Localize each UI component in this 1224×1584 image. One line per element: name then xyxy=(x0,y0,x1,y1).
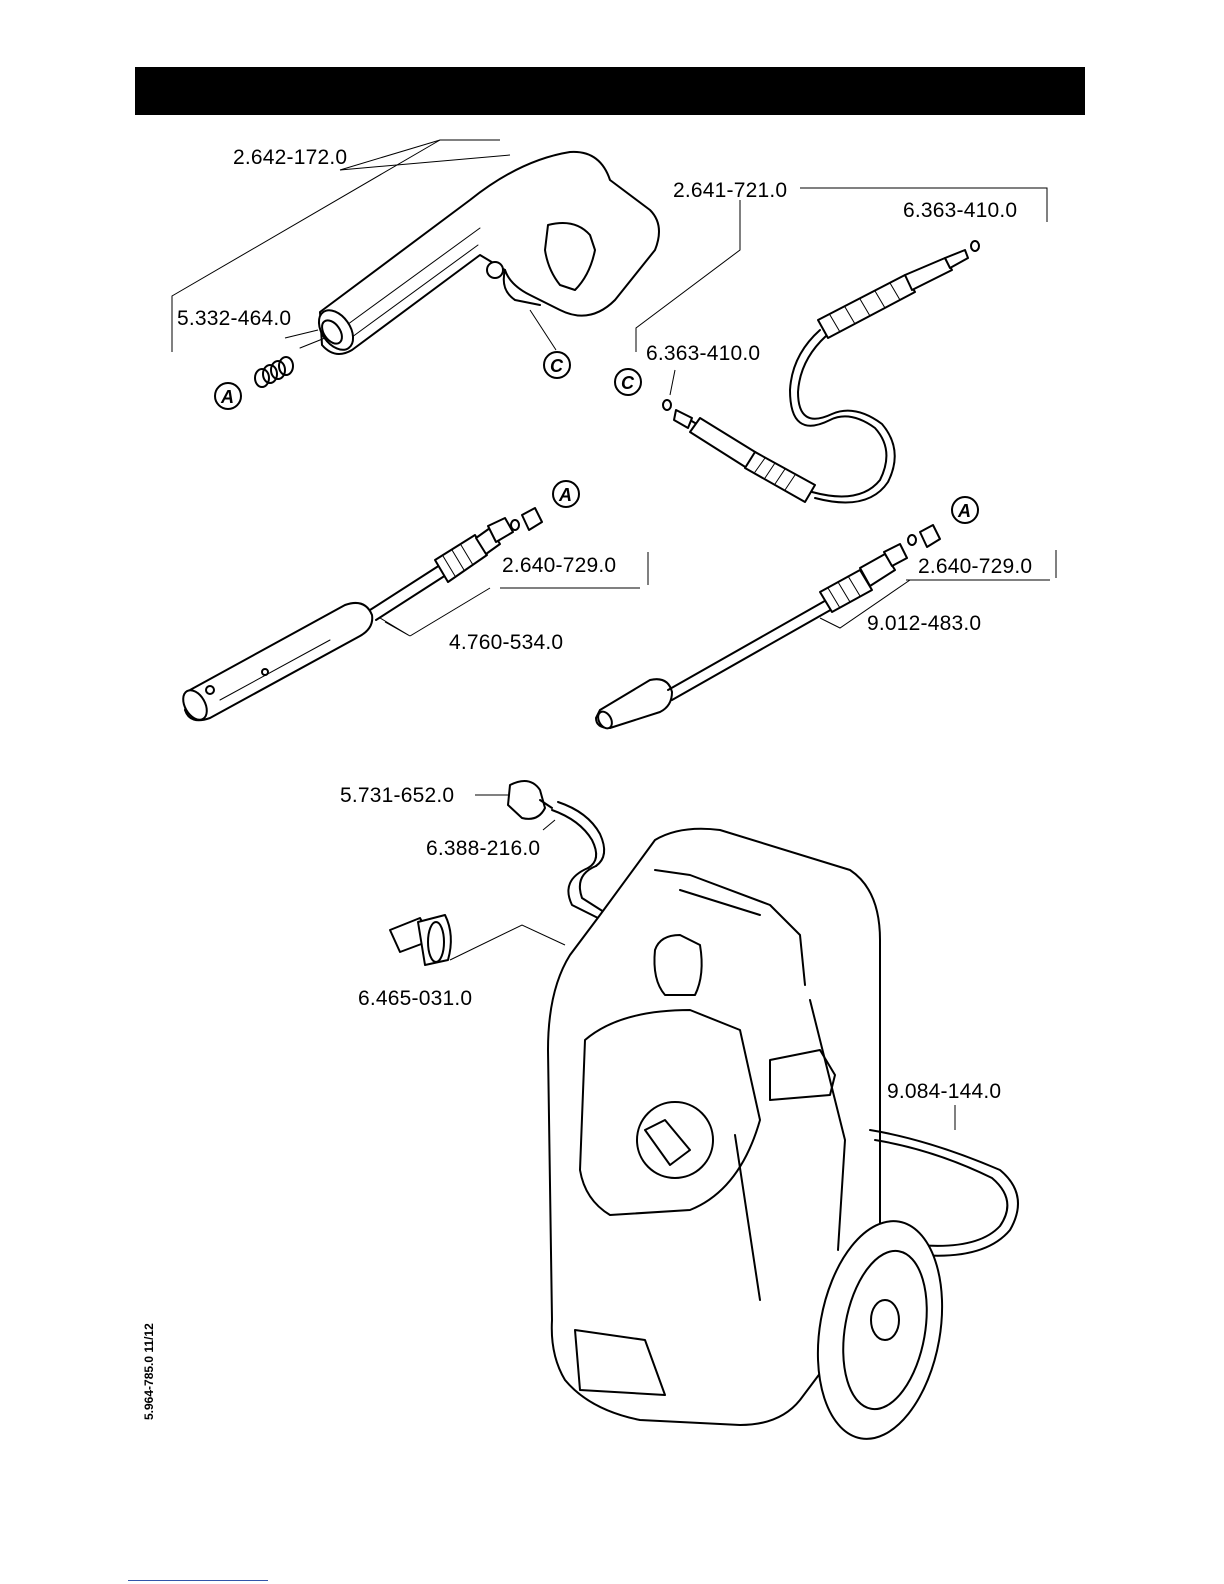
callout-a-2: A xyxy=(553,481,579,507)
part-number-label: 9.012-483.0 xyxy=(867,613,981,634)
svg-text:C: C xyxy=(550,356,564,376)
svg-text:A: A xyxy=(220,387,234,407)
footer-line xyxy=(128,1580,268,1581)
svg-text:A: A xyxy=(957,501,971,521)
part-number-label: 6.388-216.0 xyxy=(426,838,540,859)
part-number-label: 5.332-464.0 xyxy=(177,308,291,329)
callout-c-2: C xyxy=(615,369,641,395)
part-number-label: 2.642-172.0 xyxy=(233,147,347,168)
vario-lance-illustration xyxy=(178,508,542,724)
svg-text:C: C xyxy=(621,373,635,393)
part-number-label: 5.731-652.0 xyxy=(340,785,454,806)
part-number-label: 6.363-410.0 xyxy=(646,343,760,364)
spray-gun-illustration xyxy=(300,152,659,356)
callout-a-1: A xyxy=(215,383,241,409)
part-number-label: 6.363-410.0 xyxy=(903,200,1017,221)
part-number-label: 2.641-721.0 xyxy=(673,180,787,201)
document-code: 5.964-785.0 11/12 xyxy=(142,1323,156,1420)
part-number-label: 9.084-144.0 xyxy=(887,1081,1001,1102)
high-pressure-hose-illustration xyxy=(663,241,979,502)
callout-c-1: C xyxy=(544,352,570,378)
part-number-label: 2.640-729.0 xyxy=(918,556,1032,577)
spring-illustration xyxy=(255,357,293,387)
pressure-washer-body-illustration xyxy=(548,829,1018,1449)
part-number-label: 4.760-534.0 xyxy=(449,632,563,653)
svg-text:A: A xyxy=(558,485,572,505)
part-number-label: 2.640-729.0 xyxy=(502,555,616,576)
callout-a-3: A xyxy=(952,497,978,523)
part-number-label: 6.465-031.0 xyxy=(358,988,472,1009)
